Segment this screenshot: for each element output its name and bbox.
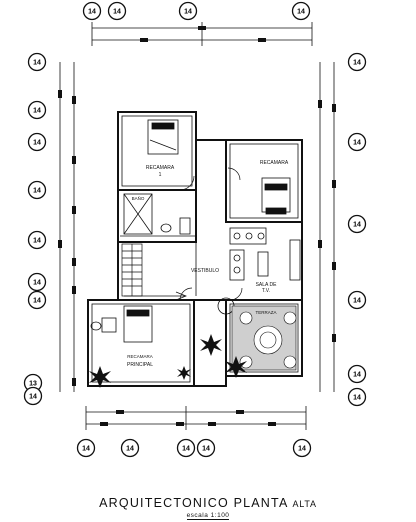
grid-bubble [23, 386, 43, 406]
grid-bubble-label: 14 [33, 108, 41, 115]
grid-bubble-label: 14 [33, 280, 41, 287]
door-swings [179, 167, 243, 301]
grid-bubble-label: 14 [29, 394, 37, 401]
grid-bubble-label: 14 [33, 60, 41, 67]
grid-bubble [76, 438, 96, 458]
grid-bubble [291, 1, 311, 21]
grid-bubble-label: 14 [353, 222, 361, 229]
grid-bubble [347, 364, 367, 384]
label-banio: BAÑO [132, 195, 145, 201]
grid-bubble [27, 52, 47, 72]
label-sala-tv-1: SALA DE [256, 282, 278, 288]
grid-bubble-label: 14 [82, 446, 90, 453]
label-recamara-1-number: 1 [159, 172, 162, 178]
plant-icons [89, 334, 247, 388]
grid-bubble [196, 438, 216, 458]
bed-recamara-2 [261, 177, 291, 215]
bed-principal [123, 305, 153, 343]
grid-bubble-label: 14 [88, 9, 96, 16]
grid-bubble [27, 230, 47, 250]
grid-bubble [107, 1, 127, 21]
grid-bubble-label: 14 [126, 446, 134, 453]
grid-bubble [347, 290, 367, 310]
label-principal-1: RECAMARA [127, 354, 153, 359]
grid-bubble [27, 100, 47, 120]
kitchen-sala-furniture [217, 227, 301, 315]
bathroom-fixtures [90, 193, 191, 333]
grid-bubble-label: 14 [33, 298, 41, 305]
dimension-ticks [58, 26, 336, 426]
grid-bubble [176, 438, 196, 458]
label-principal-2: PRINCIPAL [127, 362, 153, 368]
grid-bubble [347, 52, 367, 72]
grid-bubble-label: 14 [298, 446, 306, 453]
grid-bubble-label: 14 [297, 9, 305, 16]
grid-bubble [27, 272, 47, 292]
grid-bubble-label: 14 [353, 298, 361, 305]
grid-bubble [292, 438, 312, 458]
grid-bubble [347, 387, 367, 407]
terraza-pattern [231, 305, 297, 371]
grid-bubble-label: 14 [113, 9, 121, 16]
grid-bubble [27, 132, 47, 152]
grid-bubble [347, 214, 367, 234]
grid-bubble-label: 14 [353, 140, 361, 147]
grid-bubble [347, 132, 367, 152]
title-main: ARQUITECTONICO PLANTA [99, 496, 288, 510]
grid-bubble [120, 438, 140, 458]
label-sala-tv-2: T.V. [262, 288, 270, 294]
label-recamara-1: RECAMARA [146, 165, 175, 171]
stairs [121, 243, 187, 301]
grid-bubble-label: 14 [33, 238, 41, 245]
grid-bubbles: 14 14 14 14 14 14 14 14 14 14 14 14 14 14 14 14 13 14 14 14… [23, 1, 367, 458]
scale-text: escala 1:100 [186, 512, 230, 520]
label-terraza: TERRAZA [255, 310, 276, 315]
grid-bubble-label: 14 [353, 395, 361, 402]
grid-bubble-label: 13 [29, 381, 37, 388]
grid-bubble-label: 14 [182, 446, 190, 453]
grid-bubble-label: 14 [33, 140, 41, 147]
grid-bubble [178, 1, 198, 21]
label-vestibulo: VESTIBULO [191, 268, 219, 274]
grid-bubble [27, 180, 47, 200]
walls [87, 111, 303, 387]
grid-bubble [82, 1, 102, 21]
grid-bubble-label: 14 [33, 188, 41, 195]
grid-bubble-label: 14 [184, 9, 192, 16]
grid-bubble-label: 14 [353, 60, 361, 67]
grid-bubble-label: 14 [353, 372, 361, 379]
bed-recamara-1 [147, 119, 179, 155]
title-sub: ALTA [292, 499, 317, 509]
drawing-title: ARQUITECTONICO PLANTA ALTA [0, 496, 416, 510]
grid-bubble [27, 290, 47, 310]
grid-bubble-label: 14 [202, 446, 210, 453]
drawing-scale: escala 1:100 [0, 512, 416, 520]
dimension-lines [59, 22, 335, 430]
thin-walls [91, 115, 299, 383]
label-recamara-2: RECAMARA [260, 160, 289, 166]
